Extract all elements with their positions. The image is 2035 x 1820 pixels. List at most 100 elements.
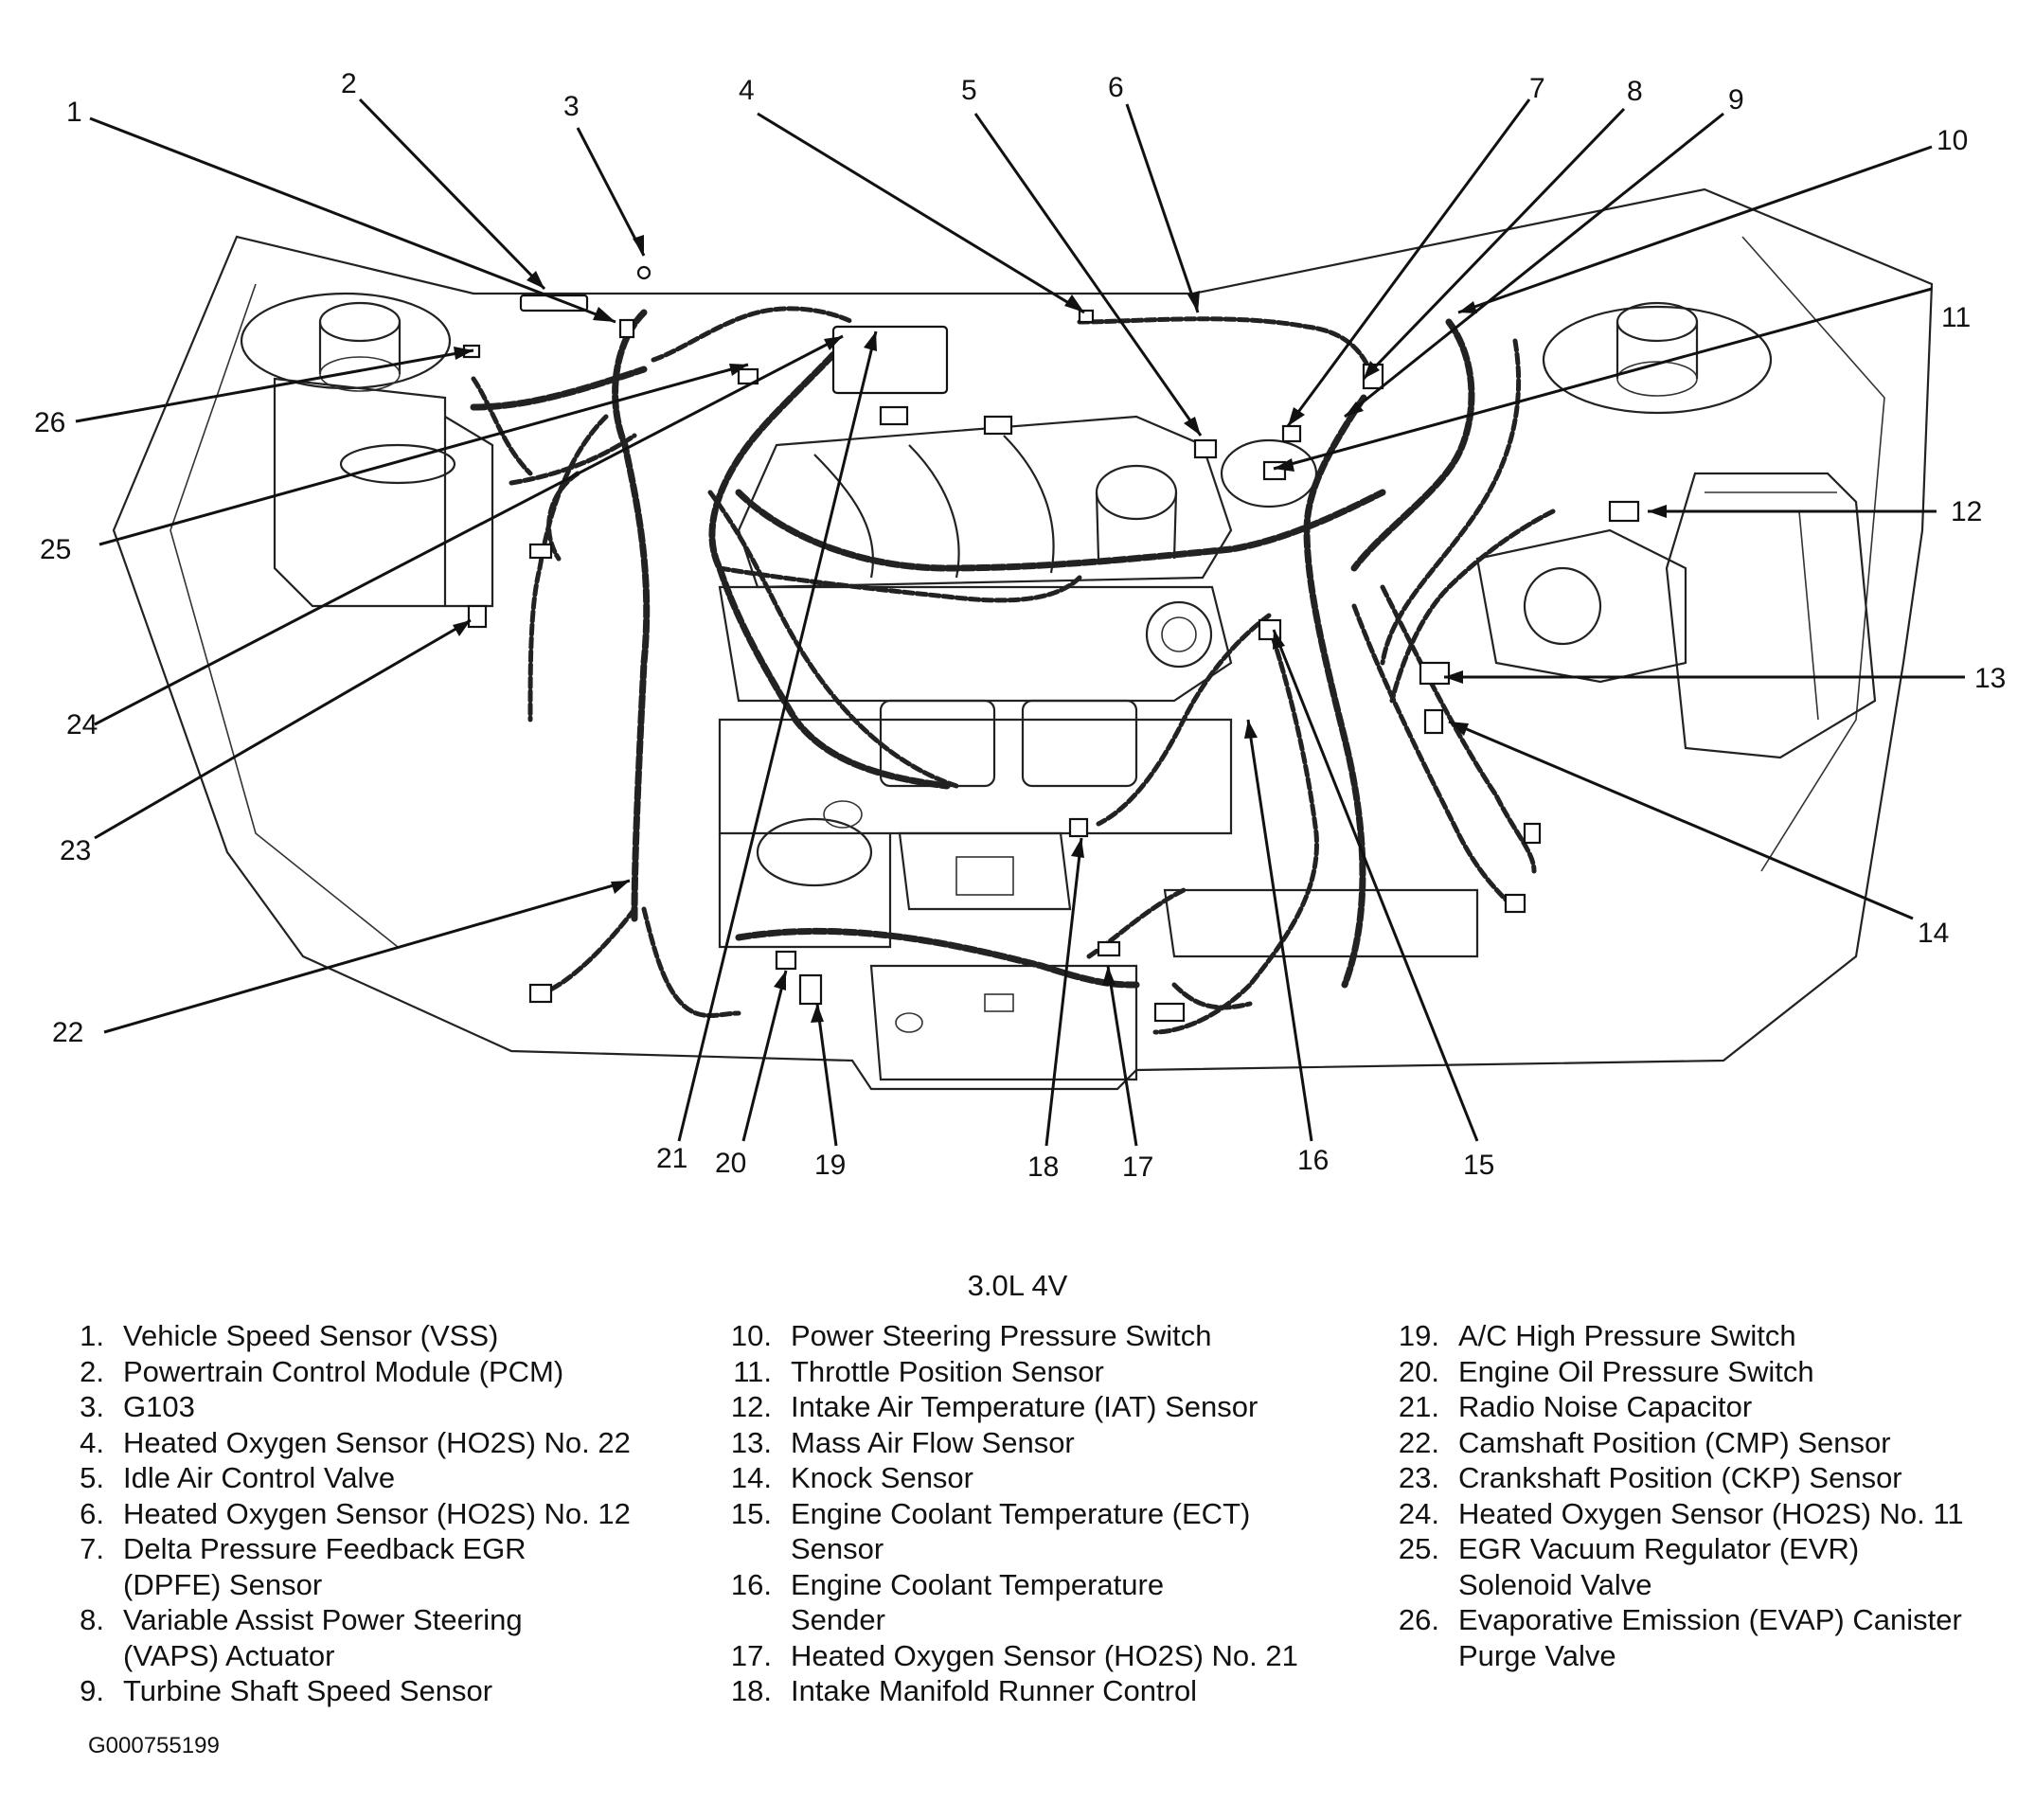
callout-18: 18 — [1027, 1151, 1059, 1183]
legend-number: 8. — [80, 1603, 104, 1636]
legend-number: 6. — [80, 1496, 104, 1530]
legend-label: A/C High Pressure Switch — [1458, 1319, 1796, 1352]
connectors — [462, 265, 1640, 1023]
legend-number: 17. — [730, 1638, 772, 1672]
legend-label: Heated Oxygen Sensor (HO2S) No. 21 — [791, 1638, 1298, 1672]
legend-item: 4. Heated Oxygen Sensor (HO2S) No. 22 — [38, 1425, 682, 1461]
callout-22: 22 — [52, 1017, 83, 1048]
legend-number: 5. — [80, 1461, 104, 1494]
legend-number: 1. — [80, 1319, 104, 1352]
legend-item: 3.G103 — [38, 1389, 682, 1425]
legend-item: 5. Idle Air Control Valve — [38, 1460, 682, 1496]
legend-number: 24. — [1398, 1496, 1439, 1530]
legend-label: Variable Assist Power Steering (VAPS) Ac… — [123, 1603, 523, 1672]
legend-item: 1. Vehicle Speed Sensor (VSS) — [38, 1318, 682, 1354]
legend-number: 26. — [1398, 1603, 1439, 1636]
callout-25: 25 — [40, 534, 71, 565]
left-strut-tower — [240, 292, 452, 392]
legend-item: 17. Heated Oxygen Sensor (HO2S) No. 21 — [705, 1638, 1349, 1674]
callout-11: 11 — [1941, 302, 1971, 333]
radiator-left — [273, 377, 494, 608]
callout-1: 1 — [66, 97, 82, 128]
legend-number: 12. — [730, 1390, 772, 1423]
callout-4: 4 — [739, 75, 755, 106]
legend-number: 13. — [730, 1425, 772, 1459]
legend-item: 13.Mass Air Flow Sensor — [705, 1425, 1349, 1461]
air-cleaner-box — [1475, 472, 1877, 759]
legend-label: Camshaft Position (CMP) Sensor — [1458, 1425, 1891, 1459]
legend-number: 23. — [1398, 1461, 1439, 1494]
legend-item: 24. Heated Oxygen Sensor (HO2S) No. 11 — [1373, 1496, 2026, 1532]
legend-number: 4. — [80, 1425, 104, 1459]
callout-26: 26 — [34, 407, 65, 438]
legend-item: 19. A/C High Pressure Switch — [1373, 1318, 2026, 1354]
callout-12: 12 — [1951, 496, 1982, 527]
callout-24: 24 — [66, 709, 98, 740]
legend-label: Intake Manifold Runner Control — [791, 1674, 1198, 1707]
legend-item: 8. Variable Assist Power Steering (VAPS) … — [38, 1602, 682, 1673]
callout-13: 13 — [1974, 663, 2006, 694]
legend-number: 11. — [733, 1354, 772, 1388]
legend-item: 21. Radio Noise Capacitor — [1373, 1389, 2026, 1425]
engine-compartment-diagram: 1 2 3 4 5 6 7 8 9 10 11 12 13 14 15 16 1… — [34, 68, 2006, 1183]
legend-number: 21. — [1398, 1390, 1439, 1423]
legend-item: 12. Intake Air Temperature (IAT) Sensor — [705, 1389, 1349, 1425]
callout-21: 21 — [656, 1143, 687, 1174]
callout-23: 23 — [60, 835, 91, 866]
legend-label: Vehicle Speed Sensor (VSS) — [123, 1319, 499, 1352]
callout-15: 15 — [1463, 1150, 1494, 1181]
legend-item: 18.Intake Manifold Runner Control — [705, 1673, 1349, 1709]
legend-number: 25. — [1398, 1532, 1439, 1565]
callout-3: 3 — [563, 91, 580, 122]
legend-number: 14. — [730, 1461, 772, 1494]
legend-label: G103 — [123, 1390, 195, 1423]
legend-label: Heated Oxygen Sensor (HO2S) No. 11 — [1458, 1496, 1964, 1530]
legend-label: Intake Air Temperature (IAT) Sensor — [791, 1390, 1258, 1423]
callout-8: 8 — [1627, 76, 1643, 107]
callout-7: 7 — [1529, 73, 1545, 104]
legend-label: Evaporative Emission (EVAP) Canister Pur… — [1458, 1603, 1962, 1672]
callout-19: 19 — [814, 1150, 846, 1181]
legend-label: Engine Coolant Temperature (ECT) Sensor — [791, 1496, 1251, 1566]
legend-column-1: 1. Vehicle Speed Sensor (VSS) 2. Powertrai… — [38, 1318, 682, 1709]
legend-item: 20. Engine Oil Pressure Switch — [1373, 1354, 2026, 1390]
callout-leaders — [75, 98, 1965, 1147]
callout-labels: 1 2 3 4 5 6 7 8 9 10 11 12 13 14 15 16 1… — [34, 68, 2006, 1183]
legend-label: Heated Oxygen Sensor (HO2S) No. 22 — [123, 1425, 631, 1459]
callout-17: 17 — [1122, 1151, 1153, 1183]
vehicle-outline — [112, 187, 1934, 1091]
legend-label: Crankshaft Position (CKP) Sensor — [1458, 1461, 1902, 1494]
legend-item: 6. Heated Oxygen Sensor (HO2S) No. 12 — [38, 1496, 682, 1532]
legend-label: Heated Oxygen Sensor (HO2S) No. 12 — [123, 1496, 631, 1530]
legend-number: 22. — [1398, 1425, 1439, 1459]
legend-number: 2. — [80, 1354, 104, 1388]
legend-label: Power Steering Pressure Switch — [791, 1319, 1212, 1352]
callout-arrowheads — [453, 235, 1667, 1023]
callout-20: 20 — [715, 1148, 746, 1179]
legend-item: 7.Delta Pressure Feedback EGR (DPFE) Sen… — [38, 1531, 682, 1602]
legend-label: Powertrain Control Module (PCM) — [123, 1354, 564, 1388]
legend-item: 10.Power Steering Pressure Switch — [705, 1318, 1349, 1354]
legend-item: 22. Camshaft Position (CMP) Sensor — [1373, 1425, 2026, 1461]
legend-label: Idle Air Control Valve — [123, 1461, 396, 1494]
legend-label: Engine Oil Pressure Switch — [1458, 1354, 1814, 1388]
legend-number: 19. — [1398, 1319, 1439, 1352]
legend-number: 20. — [1398, 1354, 1439, 1388]
callout-10: 10 — [1937, 125, 1968, 156]
figure-code: G000755199 — [88, 1733, 220, 1758]
legend-item: 15.Engine Coolant Temperature (ECT) Sens… — [705, 1496, 1349, 1567]
callout-14: 14 — [1918, 918, 1949, 949]
legend-item: 11.Throttle Position Sensor — [705, 1354, 1349, 1390]
legend-number: 9. — [80, 1674, 104, 1707]
callout-2: 2 — [341, 68, 357, 99]
intake-manifold — [737, 415, 1318, 589]
legend-label: Turbine Shaft Speed Sensor — [123, 1674, 493, 1707]
callout-9: 9 — [1728, 84, 1744, 116]
legend-item: 16.Engine Coolant Temperature Sender — [705, 1567, 1349, 1638]
legend-label: Radio Noise Capacitor — [1458, 1390, 1753, 1423]
legend-label: Delta Pressure Feedback EGR (DPFE) Senso… — [123, 1532, 527, 1601]
legend-item: 14.Knock Sensor — [705, 1460, 1349, 1496]
legend-item: 2. Powertrain Control Module (PCM) — [38, 1354, 682, 1390]
legend-label: Engine Coolant Temperature Sender — [791, 1567, 1165, 1637]
legend-item: 25.EGR Vacuum Regulator (EVR) Solenoid V… — [1373, 1531, 2026, 1602]
